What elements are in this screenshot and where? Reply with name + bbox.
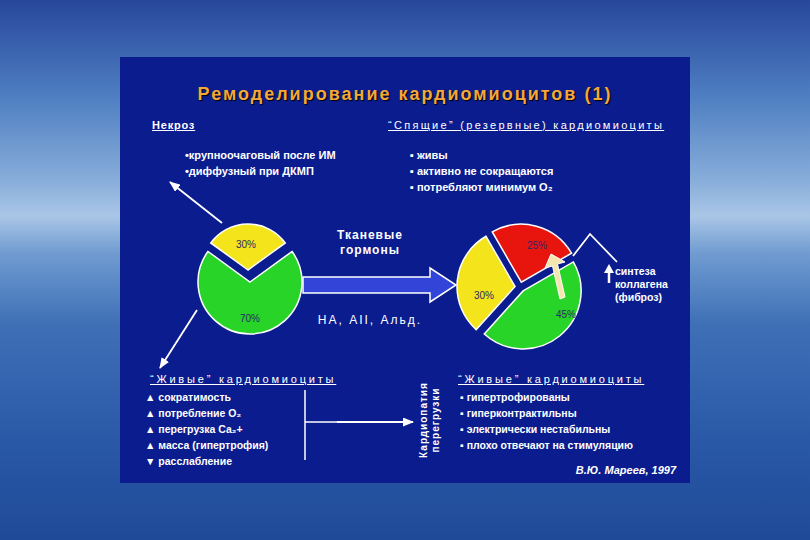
bullet-item: ▪ активно не сокращаются	[410, 164, 553, 179]
list-item: ▲ масса (гипертрофия)	[145, 437, 268, 453]
percent-value: 25%	[527, 240, 547, 251]
author-credit: В.Ю. Мареев, 1997	[520, 464, 676, 476]
hormone-list: НА, АII, Альд.	[300, 313, 440, 328]
percent-value: 30%	[236, 239, 256, 250]
bullet-item: •крупноочаговый после ИМ	[185, 148, 336, 163]
bullet-item: ▪ потребляют минимум O₂	[410, 180, 553, 195]
increase-arrow	[608, 272, 611, 283]
percent-value: 30%	[474, 290, 494, 301]
list-item: ▪ электрически нестабильны	[460, 421, 610, 437]
bracket-line	[304, 390, 306, 460]
wedge-path	[484, 262, 581, 349]
overload-group: Кардиопатия перегрузки “Живые” кардиомиоц…	[413, 372, 644, 468]
percent-value: 70%	[240, 313, 260, 324]
group-heading: “Живые” кардиомиоциты	[150, 372, 336, 386]
fibrosis-note: синтеза коллагена (фиброз)	[615, 262, 681, 304]
bullet-item: •диффузный при ДКМП	[185, 164, 314, 179]
living-group: “Живые” кардиомиоциты ▲ сократимость▲ пот…	[143, 368, 336, 471]
necrosis-group: Некроз •крупноочаговый после ИМ•диффузный…	[152, 118, 336, 182]
pie-wedge: 45%	[483, 260, 583, 350]
percent-value: 45%	[556, 309, 576, 320]
list-item: ▲ перегрузка Ca₂+	[145, 421, 243, 437]
list-item: ▼ расслабление	[145, 453, 232, 469]
increase-arrowhead	[604, 264, 614, 273]
list-item: ▪ гипертрофированы	[460, 389, 570, 405]
connector-arrow	[336, 421, 413, 423]
connector-arrow	[170, 182, 222, 223]
vertical-heading: Кардиопатия перегрузки	[418, 372, 442, 468]
wedge-shape	[483, 260, 583, 350]
pie-wedge: 70%	[197, 250, 303, 335]
group-heading: “Спящие” (резервные) кардиомиоциты	[388, 118, 664, 132]
transition-arrow	[303, 268, 456, 302]
group-heading: Некроз	[152, 118, 195, 132]
list-item: ▲ сократимость	[145, 389, 231, 405]
group-heading: “Живые” кардиомиоциты	[458, 372, 644, 386]
bracket-stub	[305, 421, 336, 423]
list-item: ▪ гиперконтрактильны	[460, 405, 577, 421]
wedge-path	[198, 251, 302, 334]
list-item: ▲ потребление O₂	[145, 405, 241, 421]
connector-arrow	[573, 234, 617, 262]
dormant-group: “Спящие” (резервные) кардиомиоциты ▪ живы…	[388, 118, 664, 198]
hormone-label: Тканевые гормоны	[320, 228, 420, 258]
bullet-item: ▪ живы	[410, 148, 448, 163]
list-item: ▪ плохо отвечают на стимуляцию	[460, 437, 633, 453]
connector-arrow	[160, 310, 197, 368]
slide-title: Ремоделирование кардиомиоцитов (1)	[120, 84, 690, 105]
note-text: синтеза коллагена (фиброз)	[615, 265, 681, 304]
